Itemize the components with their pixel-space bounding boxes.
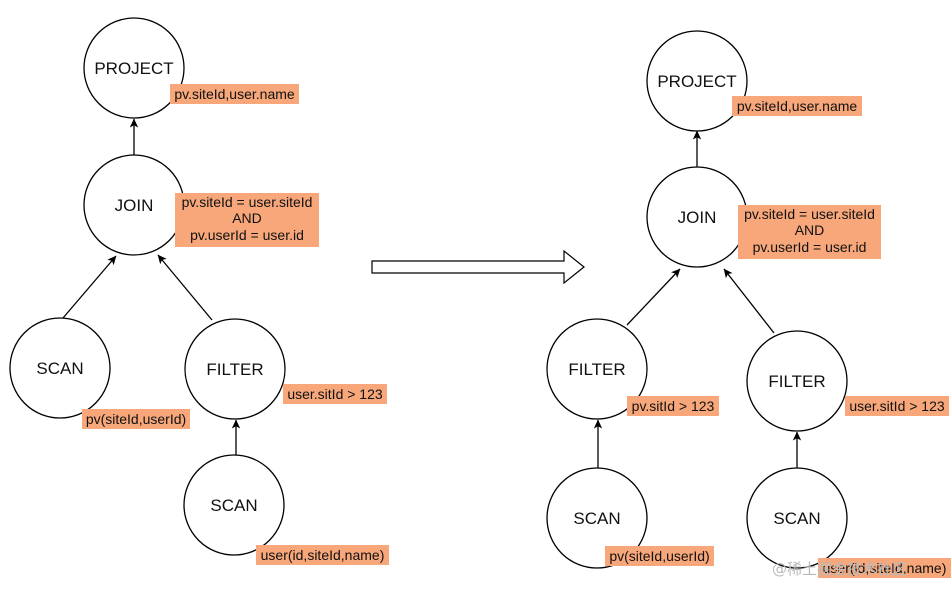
left-join-annotation-line-1: pv.siteId = user.siteId bbox=[182, 194, 313, 210]
right-scan-user-label: SCAN bbox=[773, 509, 820, 528]
right-scan-pv-annotation-text: pv(siteId,userId) bbox=[609, 548, 709, 564]
left-scan-pv-label: SCAN bbox=[36, 359, 83, 378]
left-scan-pv-annotation: pv(siteId,userId) bbox=[82, 409, 190, 429]
left-scan-user-annotation: user(id,siteId,name) bbox=[256, 545, 389, 565]
right-join-label: JOIN bbox=[678, 208, 717, 227]
left-filter-user-label: FILTER bbox=[206, 360, 263, 379]
left-join-node: JOIN bbox=[83, 154, 185, 256]
left-project-label: PROJECT bbox=[94, 59, 173, 78]
right-plan-tree: PROJECT JOIN FILTER FILTER SCAN SCAN pv.… bbox=[546, 30, 951, 578]
left-scan-pv-annotation-text: pv(siteId,userId) bbox=[86, 411, 186, 427]
right-filter-pv-annotation-text: pv.sitId > 123 bbox=[632, 398, 715, 414]
right-filter-pv-annotation: pv.sitId > 123 bbox=[627, 396, 719, 416]
left-filter-user-annotation: user.sitId > 123 bbox=[283, 384, 387, 404]
left-scan-user-annotation-text: user(id,siteId,name) bbox=[261, 547, 385, 563]
right-filter-user-annotation: user.sitId > 123 bbox=[845, 396, 949, 416]
right-filter-pv-node: FILTER bbox=[546, 318, 648, 420]
edge-left-filter-to-join bbox=[157, 254, 213, 321]
right-join-annotation-line-2: AND bbox=[795, 222, 825, 238]
right-project-annotation: pv.siteId,user.name bbox=[732, 96, 862, 116]
left-filter-user-node: FILTER bbox=[184, 318, 286, 420]
left-project-annotation: pv.siteId,user.name bbox=[170, 84, 299, 104]
right-scan-pv-annotation: pv(siteId,userId) bbox=[605, 546, 714, 566]
edge-right-filter-user-to-join bbox=[723, 268, 775, 334]
right-join-annotation-line-1: pv.siteId = user.siteId bbox=[744, 206, 875, 222]
right-filter-user-annotation-text: user.sitId > 123 bbox=[849, 398, 945, 414]
edge-right-filter-pv-to-join bbox=[626, 268, 681, 326]
right-project-node: PROJECT bbox=[646, 30, 748, 132]
right-filter-pv-label: FILTER bbox=[568, 360, 625, 379]
left-join-annotation-line-2: AND bbox=[232, 210, 262, 226]
left-join-annotation: pv.siteId = user.siteId AND pv.userId = … bbox=[175, 193, 319, 247]
right-filter-user-node: FILTER bbox=[746, 330, 848, 432]
right-scan-user-annotation: user(id,siteId,name) bbox=[818, 558, 951, 578]
right-scan-user-annotation-text: user(id,siteId,name) bbox=[823, 560, 947, 576]
left-scan-user-label: SCAN bbox=[210, 496, 257, 515]
right-scan-pv-label: SCAN bbox=[573, 509, 620, 528]
right-filter-user-label: FILTER bbox=[768, 372, 825, 391]
left-scan-user-node: SCAN bbox=[183, 454, 285, 556]
left-filter-user-annotation-text: user.sitId > 123 bbox=[287, 386, 383, 402]
right-scan-pv-node: SCAN bbox=[546, 467, 648, 569]
right-project-label: PROJECT bbox=[657, 72, 736, 91]
left-project-node: PROJECT bbox=[83, 17, 185, 119]
watermark: @稀土掘金技术社区 bbox=[772, 560, 907, 578]
right-join-annotation: pv.siteId = user.siteId AND pv.userId = … bbox=[738, 205, 881, 259]
right-join-node: JOIN bbox=[646, 166, 748, 268]
right-project-annotation-text: pv.siteId,user.name bbox=[737, 98, 858, 114]
left-project-annotation-text: pv.siteId,user.name bbox=[174, 86, 295, 102]
left-plan-tree: PROJECT JOIN SCAN FILTER SCAN pv.siteId,… bbox=[9, 17, 389, 565]
transform-arrow bbox=[371, 249, 585, 285]
right-scan-user-node: SCAN bbox=[746, 467, 848, 569]
edge-left-scan-to-join bbox=[62, 255, 117, 319]
left-scan-pv-node: SCAN bbox=[9, 317, 111, 419]
right-join-annotation-line-3: pv.userId = user.id bbox=[753, 239, 867, 255]
left-join-annotation-line-3: pv.userId = user.id bbox=[190, 227, 304, 243]
left-join-label: JOIN bbox=[115, 196, 154, 215]
